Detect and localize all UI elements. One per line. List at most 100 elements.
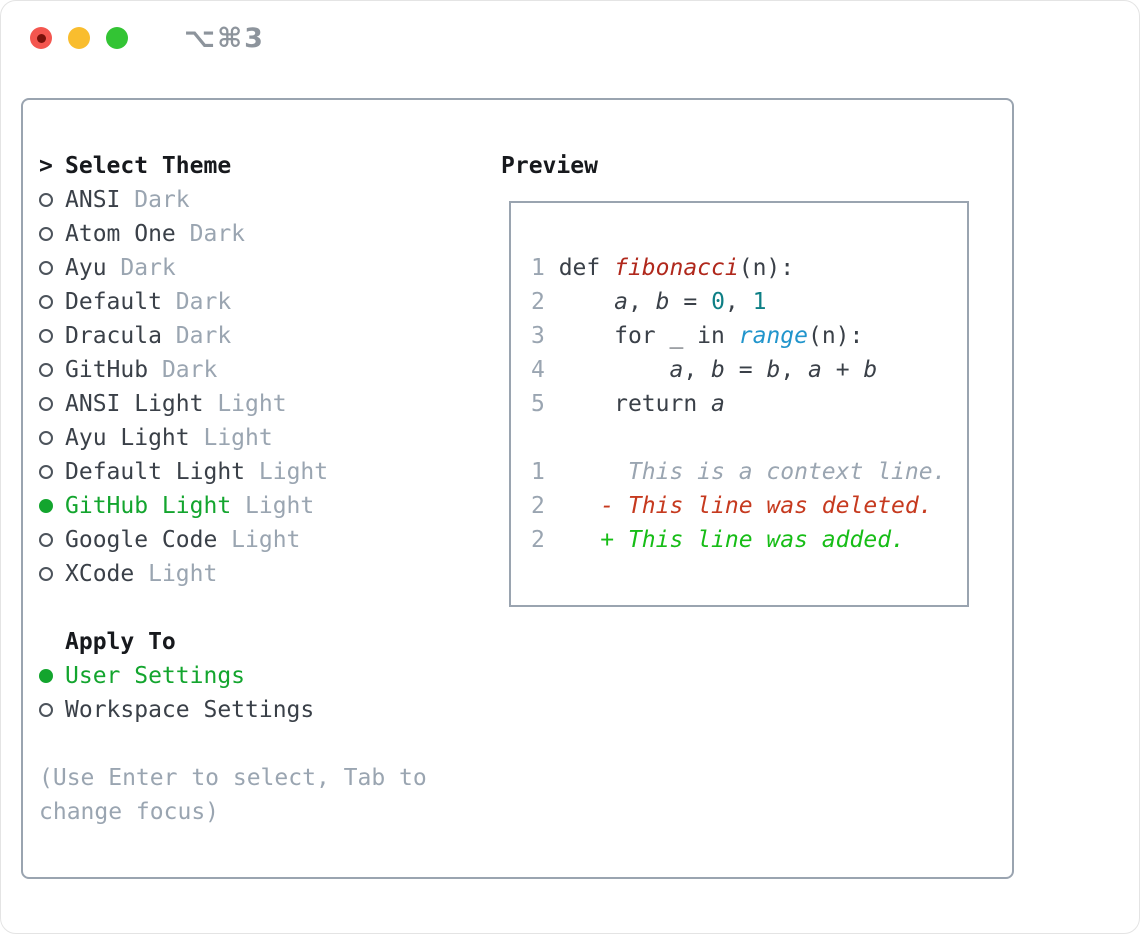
spacer-row: [39, 591, 479, 625]
code-token: b: [711, 357, 725, 383]
apply-option-label: User Settings: [65, 663, 246, 689]
code-line: 3 for _ in range(n):: [531, 319, 961, 353]
focus-caret-icon: >: [39, 153, 53, 179]
theme-option-ansi-light-light[interactable]: ANSI Light Light: [39, 387, 479, 421]
theme-variant-label: Light: [231, 527, 301, 553]
spacer-row: [39, 727, 479, 761]
theme-name: ANSI: [65, 187, 135, 213]
theme-name: GitHub Light: [65, 493, 246, 519]
hint-line-1: (Use Enter to select, Tab to: [39, 765, 427, 791]
theme-name: Atom One: [65, 221, 190, 247]
theme-list-header-label: Select Theme: [65, 153, 232, 179]
line-number: 5: [531, 391, 559, 417]
apply-to-header: Apply To: [39, 625, 479, 659]
line-number: 2: [531, 289, 559, 315]
theme-variant-label: Light: [258, 459, 329, 485]
code-token: a: [669, 357, 684, 383]
code-token: [559, 289, 614, 315]
theme-variant-label: Dark: [189, 221, 246, 247]
maximize-button[interactable]: [106, 27, 128, 49]
code-token: [559, 357, 670, 383]
apply-option-workspace-settings[interactable]: Workspace Settings: [39, 693, 479, 727]
code-token: ,: [724, 289, 753, 315]
code-token: 1: [752, 289, 767, 315]
theme-option-github-light-light[interactable]: GitHub Light Light: [39, 489, 479, 523]
code-token: return: [558, 391, 712, 417]
code-token: This is a context line.: [558, 459, 947, 485]
code-token: ,: [683, 357, 712, 383]
theme-option-ayu-dark[interactable]: Ayu Dark: [39, 251, 479, 285]
apply-to-label: Apply To: [65, 629, 176, 655]
theme-variant-label: Dark: [175, 289, 232, 315]
minimize-button[interactable]: [68, 27, 90, 49]
theme-option-ansi-dark[interactable]: ANSI Dark: [39, 183, 479, 217]
theme-variant-label: Dark: [175, 323, 232, 349]
theme-option-github-dark[interactable]: GitHub Dark: [39, 353, 479, 387]
hint-line-2: change focus): [39, 799, 220, 825]
line-number: 2: [531, 527, 559, 553]
theme-option-dracula-dark[interactable]: Dracula Dark: [39, 319, 479, 353]
theme-variant-label: Dark: [120, 255, 176, 281]
preview-heading: Preview: [501, 153, 598, 179]
radio-icon: [39, 431, 65, 445]
theme-name: Dracula: [65, 323, 176, 349]
radio-icon: [39, 533, 65, 547]
theme-option-google-code-light[interactable]: Google Code Light: [39, 523, 479, 557]
code-line: 5 return a: [531, 387, 961, 421]
theme-name: Ayu: [65, 255, 121, 281]
line-number: 1: [531, 459, 559, 485]
close-dot-icon: [36, 33, 46, 43]
theme-variant-label: Light: [203, 425, 273, 451]
code-token: (n):: [738, 255, 795, 281]
radio-icon: [39, 261, 65, 275]
code-token: fibonacci: [614, 255, 739, 281]
radio-selected-icon: [39, 499, 65, 513]
code-token: range: [738, 323, 808, 349]
radio-selected-icon: [39, 669, 65, 683]
theme-option-default-light-light[interactable]: Default Light Light: [39, 455, 479, 489]
titlebar: ⌥⌘3: [1, 1, 1139, 75]
code-token: 0: [711, 289, 725, 315]
code-token: =: [724, 357, 767, 383]
theme-name: XCode: [65, 561, 149, 587]
theme-name: ANSI Light: [65, 391, 218, 417]
theme-option-xcode-light[interactable]: XCode Light: [39, 557, 479, 591]
radio-icon: [39, 329, 65, 343]
window-title: ⌥⌘3: [184, 22, 265, 54]
theme-name: GitHub: [65, 357, 162, 383]
code-token: ,: [627, 289, 656, 315]
code-token: + This line was added.: [558, 527, 905, 553]
close-button[interactable]: [30, 27, 52, 49]
code-token: =: [669, 289, 712, 315]
radio-icon: [39, 295, 65, 309]
code-line: 2 a, b = 0, 1: [531, 285, 961, 319]
code-token: b: [655, 289, 670, 315]
theme-name: Default: [65, 289, 176, 315]
theme-list-header: > Select Theme: [39, 149, 479, 183]
code-token: b: [766, 357, 781, 383]
theme-option-default-dark[interactable]: Default Dark: [39, 285, 479, 319]
radio-icon: [39, 703, 65, 717]
apply-option-user-settings[interactable]: User Settings: [39, 659, 479, 693]
theme-option-atom-one-dark[interactable]: Atom One Dark: [39, 217, 479, 251]
code-token: a: [711, 391, 725, 417]
diff-line: 2 - This line was deleted.: [531, 489, 961, 523]
code-line: [531, 421, 961, 455]
code-line: 1 def fibonacci(n):: [531, 251, 961, 285]
theme-variant-label: Dark: [134, 187, 190, 213]
diff-line: 2 + This line was added.: [531, 523, 961, 557]
code-token: ,: [780, 357, 809, 383]
radio-icon: [39, 363, 65, 377]
code-token: def: [558, 255, 615, 281]
theme-name: Ayu Light: [65, 425, 204, 451]
line-number: 3: [531, 323, 559, 349]
code-token: b: [863, 357, 878, 383]
theme-option-ayu-light-light[interactable]: Ayu Light Light: [39, 421, 479, 455]
code-token: +: [821, 357, 864, 383]
theme-name: Default Light: [65, 459, 259, 485]
code-token: for _ in: [558, 323, 739, 349]
